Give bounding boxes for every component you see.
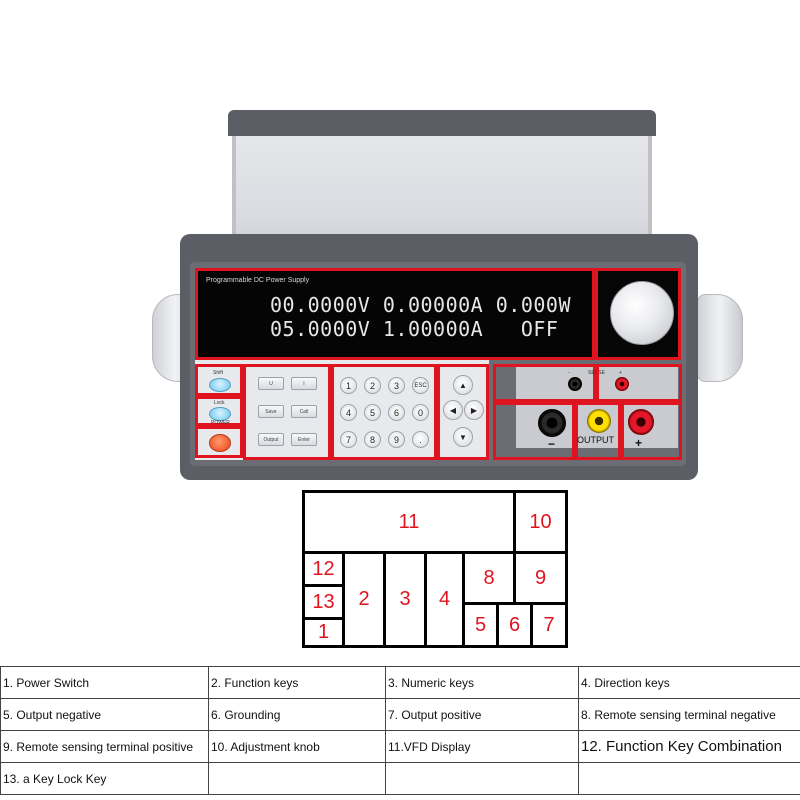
output-key[interactable]: Output — [258, 433, 284, 446]
legend-cell: 4. Direction keys — [578, 666, 800, 699]
esc-key[interactable]: ESC — [412, 377, 429, 394]
table-row: 13. a Key Lock Key — [0, 762, 800, 795]
num-key-6[interactable]: 6 — [388, 404, 405, 421]
decimal-key[interactable]: . — [412, 431, 429, 448]
power-label: POWER — [211, 420, 230, 426]
display-title: Programmable DC Power Supply — [206, 277, 310, 284]
sense-positive-box: + — [596, 364, 682, 402]
display-line-2: 05.0000V 1.00000A OFF — [270, 317, 559, 341]
grounding-terminal[interactable] — [587, 409, 611, 433]
arrow-up-key[interactable]: ▲ — [453, 375, 473, 395]
num-key-3[interactable]: 3 — [388, 377, 405, 394]
num-key-0[interactable]: 0 — [412, 404, 429, 421]
diagram-cell-3: 3 — [383, 551, 427, 648]
arrow-right-key[interactable]: ▶ — [464, 400, 484, 420]
legend-cell: 2. Function keys — [208, 666, 386, 699]
output-positive-terminal[interactable] — [628, 409, 654, 435]
power-button[interactable] — [209, 434, 231, 452]
legend-cell: 5. Output negative — [0, 698, 209, 731]
num-key-9[interactable]: 9 — [388, 431, 405, 448]
top-cover-lip — [228, 110, 656, 136]
diagram-cell-4: 4 — [424, 551, 465, 648]
legend-table: 1. Power Switch 2. Function keys 3. Nume… — [0, 666, 800, 795]
enter-key[interactable]: Enter — [291, 433, 317, 446]
table-row: 1. Power Switch 2. Function keys 3. Nume… — [0, 666, 800, 699]
diagram-cell-12: 12 — [302, 551, 345, 587]
diagram-cell-7: 7 — [530, 602, 568, 648]
num-key-4[interactable]: 4 — [340, 404, 357, 421]
num-key-7[interactable]: 7 — [340, 431, 357, 448]
legend-cell — [208, 762, 386, 795]
right-handle — [697, 294, 743, 382]
legend-cell: 7. Output positive — [385, 698, 579, 731]
legend-cell: 3. Numeric keys — [385, 666, 579, 699]
arrow-down-key[interactable]: ▼ — [453, 427, 473, 447]
knob-area — [595, 268, 681, 360]
sense-plus-label: + — [619, 370, 622, 376]
output-label: OUTPUT — [577, 435, 614, 445]
numeric-keys-box: 1 2 3 ESC 4 5 6 0 7 8 9 . — [331, 364, 437, 460]
output-positive-box: + — [621, 402, 682, 460]
sense-minus-label: - — [568, 370, 570, 376]
table-row: 5. Output negative 6. Grounding 7. Outpu… — [0, 698, 800, 731]
num-key-8[interactable]: 8 — [364, 431, 381, 448]
legend-cell — [578, 762, 800, 795]
diagram-cell-6: 6 — [496, 602, 533, 648]
legend-cell: 8. Remote sensing terminal negative — [578, 698, 800, 731]
legend-cell: 9. Remote sensing terminal positive — [0, 730, 209, 763]
diagram-cell-10: 10 — [513, 490, 568, 554]
power-switch-box — [195, 426, 243, 458]
output-negative-terminal[interactable] — [538, 409, 566, 437]
direction-keys-box: ▲ ◀ ▶ ▼ — [437, 364, 489, 460]
legend-cell: 6. Grounding — [208, 698, 386, 731]
current-key[interactable]: I — [291, 377, 317, 390]
shift-label: Shift — [213, 370, 224, 376]
diagram-cell-8: 8 — [462, 551, 516, 605]
arrow-left-key[interactable]: ◀ — [443, 400, 463, 420]
num-key-5[interactable]: 5 — [364, 404, 381, 421]
function-keys-box: U I Save Call Output Enter — [243, 364, 331, 460]
diagram-cell-9: 9 — [513, 551, 568, 605]
diagram-cell-2: 2 — [342, 551, 386, 648]
legend-cell: 12. Function Key Combination — [578, 730, 800, 763]
legend-cell: 11.VFD Display — [385, 730, 579, 763]
sense-positive-terminal[interactable] — [615, 377, 629, 391]
output-minus-label: − — [548, 437, 556, 451]
lock-label: Lock — [214, 400, 225, 406]
call-key[interactable]: Call — [291, 405, 317, 418]
table-row: 9. Remote sensing terminal positive 10. … — [0, 730, 800, 763]
legend-cell: 13. a Key Lock Key — [0, 762, 209, 795]
diagram-cell-11: 11 — [302, 490, 516, 554]
save-key[interactable]: Save — [258, 405, 284, 418]
lock-button[interactable] — [209, 407, 231, 421]
num-key-1[interactable]: 1 — [340, 377, 357, 394]
voltage-key[interactable]: U — [258, 377, 284, 390]
diagram-cell-1: 1 — [302, 617, 345, 648]
shift-button[interactable] — [209, 378, 231, 392]
num-key-2[interactable]: 2 — [364, 377, 381, 394]
output-negative-box: − — [493, 402, 575, 460]
sense-negative-box: - — [493, 364, 596, 402]
display-line-1: 00.0000V 0.00000A 0.000W — [270, 293, 571, 317]
output-plus-label: + — [635, 436, 643, 450]
grounding-box: OUTPUT — [575, 402, 621, 460]
adjustment-knob[interactable] — [610, 281, 674, 345]
legend-cell: 10. Adjustment knob — [208, 730, 386, 763]
legend-cell — [385, 762, 579, 795]
diagram-cell-5: 5 — [462, 602, 499, 648]
legend-cell: 1. Power Switch — [0, 666, 209, 699]
diagram-cell-13: 13 — [302, 584, 345, 620]
shift-key-box: Shift — [195, 364, 243, 396]
sense-negative-terminal[interactable] — [568, 377, 582, 391]
lock-key-box: Lock POWER — [195, 396, 243, 426]
vfd-display: Programmable DC Power Supply 00.0000V 0.… — [195, 268, 595, 360]
